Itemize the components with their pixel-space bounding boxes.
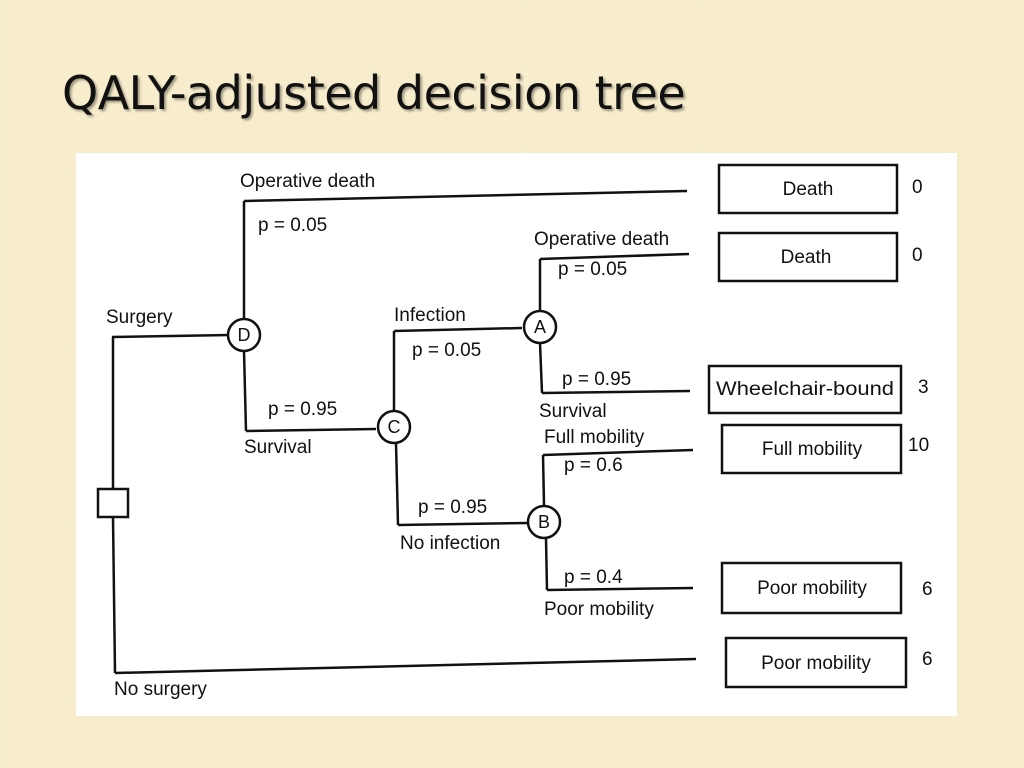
outcome-label: Poor mobility — [761, 653, 871, 674]
branch-label-survival: Survival — [539, 401, 607, 422]
outcome-label: Wheelchair-bound — [716, 379, 894, 400]
tree-line — [541, 454, 546, 506]
outcome-label: Poor mobility — [757, 578, 867, 599]
outcome-box-death-2 — [717, 231, 899, 283]
tree-line — [397, 521, 528, 527]
tree-line — [539, 252, 690, 261]
branch-probability: p = 0.05 — [558, 259, 627, 280]
branch-probability: p = 0.05 — [258, 215, 327, 236]
chance-node-d — [226, 317, 262, 353]
outcome-label: Full mobility — [762, 439, 863, 460]
branch-label-no-surgery: No surgery — [114, 679, 207, 700]
tree-line — [114, 657, 697, 675]
tree-line — [541, 389, 691, 395]
branch-label-operative-death: Operative death — [240, 171, 375, 192]
branch-probability: p = 0.95 — [268, 399, 337, 420]
tree-line — [393, 326, 523, 333]
branch-label-surgery: Surgery — [106, 307, 173, 328]
branch-label-full-mobility: Full mobility — [544, 427, 645, 448]
node-letter-c: C — [388, 417, 401, 437]
outcome-box-poor-mobility-2 — [724, 636, 908, 689]
outcome-qaly-value: 0 — [912, 177, 923, 198]
tree-line — [394, 442, 400, 526]
outcome-qaly-value: 3 — [918, 377, 929, 398]
branch-label-poor-mobility: Poor mobility — [544, 599, 654, 620]
tree-line — [243, 189, 688, 203]
node-letter-a: A — [534, 317, 546, 337]
chance-node-a — [522, 309, 558, 345]
branch-probability: p = 0.05 — [412, 340, 481, 361]
branch-probability: p = 0.4 — [564, 567, 623, 588]
outcome-qaly-value: 10 — [908, 435, 929, 456]
tree-line — [245, 427, 377, 433]
node-letter-d: D — [238, 325, 251, 345]
outcome-qaly-value: 0 — [912, 245, 923, 266]
outcome-label: Death — [781, 247, 832, 268]
outcome-qaly-value: 6 — [922, 649, 933, 670]
tree-line — [111, 516, 117, 674]
tree-line — [544, 538, 549, 591]
outcome-box-wheelchair — [707, 364, 903, 415]
branch-probability: p = 0.6 — [564, 455, 623, 476]
node-letter-b: B — [538, 512, 550, 532]
chance-node-c — [376, 409, 412, 445]
branch-label-survival: Survival — [244, 437, 312, 458]
decision-node-square — [96, 487, 130, 519]
outcome-box-poor-mobility-1 — [720, 561, 903, 615]
outcome-label: Death — [783, 179, 834, 200]
branch-label-no-infection: No infection — [400, 533, 500, 554]
branch-label-operative-death: Operative death — [534, 229, 669, 250]
outcome-box-death-1 — [717, 163, 899, 215]
branch-probability: p = 0.95 — [562, 369, 631, 390]
tree-line — [242, 350, 248, 432]
branch-label-infection: Infection — [394, 305, 466, 326]
decision-tree-panel: D C A B Surgery No surgery Operative dea… — [76, 153, 957, 716]
outcome-box-full-mobility — [720, 423, 903, 475]
decision-tree-diagram: D C A B Surgery No surgery Operative dea… — [96, 163, 933, 700]
tree-line — [546, 586, 694, 592]
branch-probability: p = 0.95 — [418, 497, 487, 518]
slide-title: QALY-adjusted decision tree — [62, 66, 686, 120]
tree-line — [111, 333, 231, 339]
tree-line — [542, 448, 694, 457]
tree-line — [538, 342, 544, 394]
outcome-qaly-value: 6 — [922, 579, 933, 600]
chance-node-b — [526, 504, 562, 540]
